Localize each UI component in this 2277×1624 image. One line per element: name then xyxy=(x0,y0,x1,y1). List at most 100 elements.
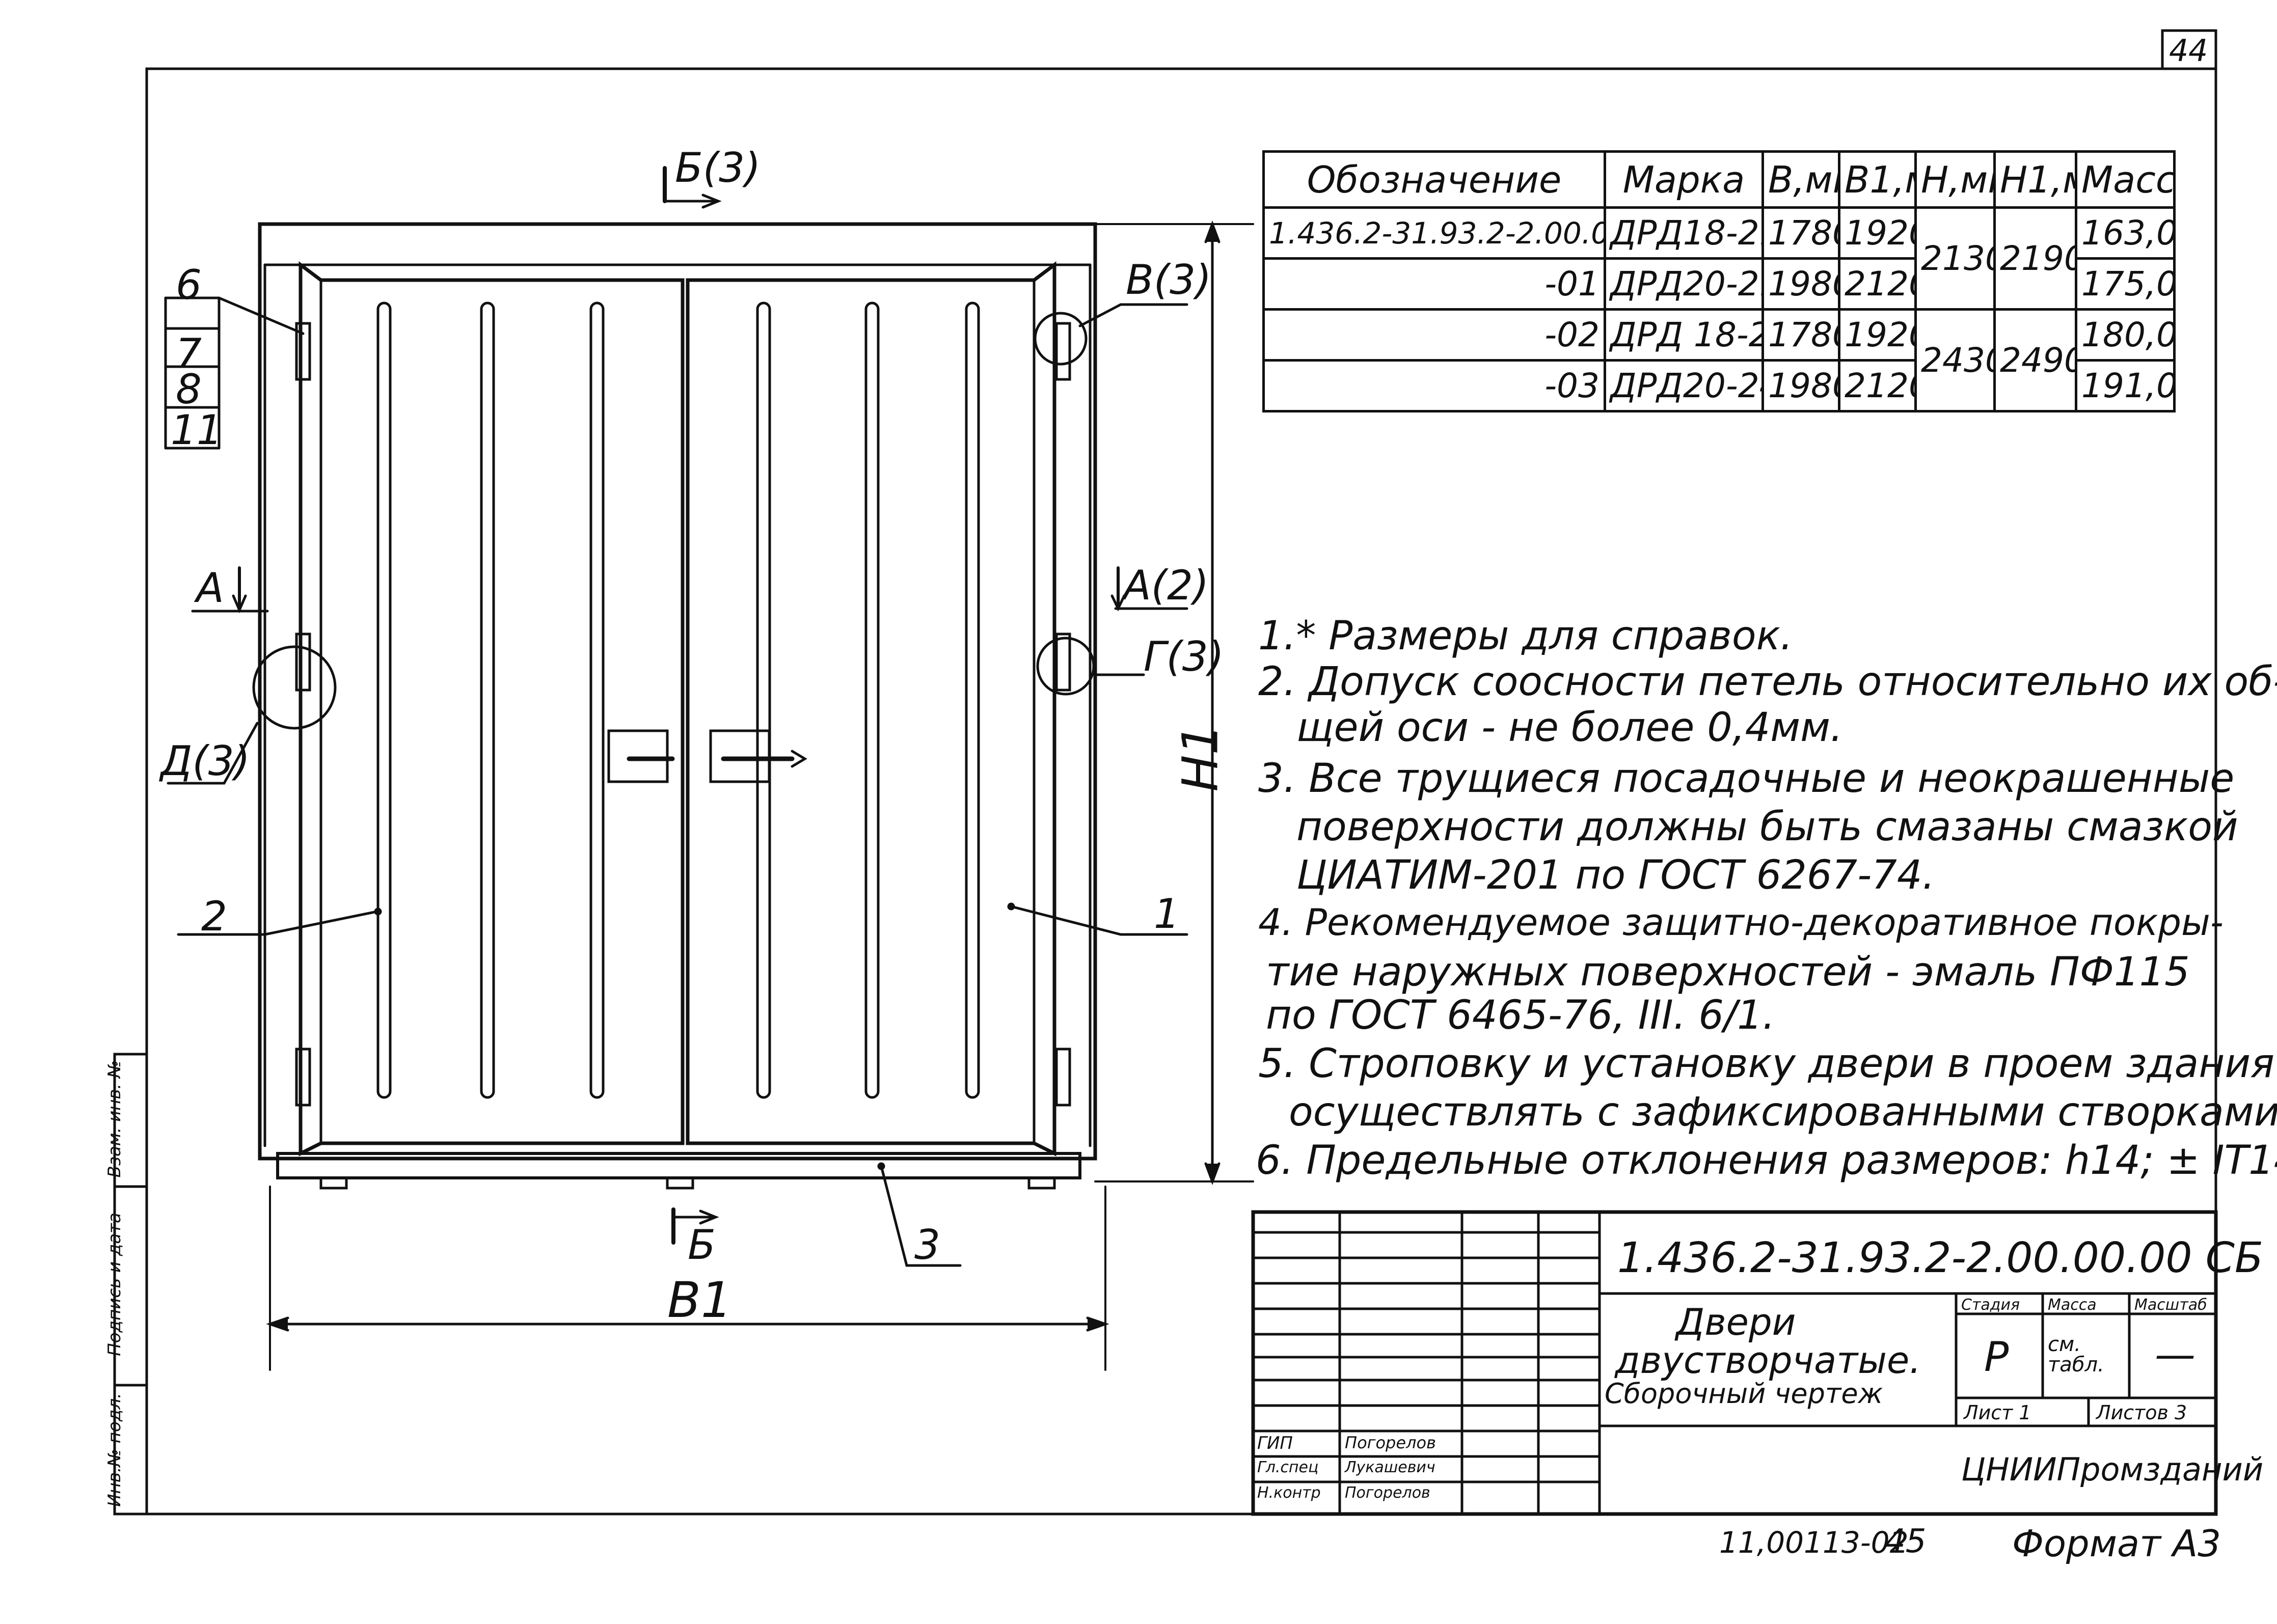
row-mark: ДРД18-21 xyxy=(1604,206,1764,260)
row-designation: -02 xyxy=(1262,308,1606,362)
col-b: В,мм xyxy=(1761,150,1840,209)
sheet-frame xyxy=(145,67,2217,1516)
note-line: 5. Строповку и установку двери в проем з… xyxy=(1258,1041,2274,1087)
side-inv-replace: Взам. инв. № xyxy=(104,1060,125,1178)
row-b: 1780 xyxy=(1761,206,1840,260)
col-h1: Н1,мм xyxy=(1993,150,2077,209)
section-label-top: Б(3) xyxy=(675,144,761,191)
left-hinges xyxy=(295,322,311,1107)
row-designation: -03 xyxy=(1262,359,1606,412)
latch-handles xyxy=(607,729,807,783)
scale-value: — xyxy=(2155,1331,2195,1378)
row-b1: 1920 xyxy=(1838,308,1917,362)
pos-label-11: 11 xyxy=(171,406,223,454)
detail-circle-g xyxy=(1036,637,1095,696)
pos-label-8: 8 xyxy=(176,366,202,413)
detail-circle-v xyxy=(1034,312,1088,366)
row-h1: 2490 xyxy=(1993,308,2077,412)
note-line: тие наружных поверхностей - эмаль ПФ115 xyxy=(1266,949,2190,995)
doc-code: 1.436.2-31.93.2-2.00.00.00 СБ xyxy=(1617,1234,2264,1282)
dim-label-h1: Н1 xyxy=(1172,724,1229,792)
row-b: 1980 xyxy=(1761,257,1840,311)
pos-label-1: 1 xyxy=(1154,890,1180,938)
side-inv-orig: Инв.№ подл. xyxy=(104,1393,125,1507)
col-b1: В1,мм xyxy=(1838,150,1917,209)
note-line: 4. Рекомендуемое защитно-декоративное по… xyxy=(1258,901,2224,944)
mass-value: см. табл. xyxy=(2048,1333,2104,1377)
detail-circle-d xyxy=(252,645,337,730)
col-mass: Масса, кг xyxy=(2075,150,2176,209)
note-line: осуществлять с зафиксированными створкам… xyxy=(1289,1089,2277,1135)
row-mass: 180,0 xyxy=(2075,308,2176,362)
detail-label-v: В(3) xyxy=(1126,256,1212,304)
role-name: Погорелов xyxy=(1345,1433,1436,1452)
side-strip xyxy=(113,1053,148,1516)
spec-table-header: Обозначение Марка В,мм В1,мм Н,мм Н1,мм … xyxy=(1262,150,2176,209)
dim-label-b1: В1 xyxy=(667,1272,732,1329)
row-mark: ДРД20-21 xyxy=(1604,257,1764,311)
col-h: Н,мм xyxy=(1914,150,1996,209)
note-line: 1.* Размеры для справок. xyxy=(1258,613,1793,659)
row-designation: 1.436.2-31.93.2-2.00.00.00 xyxy=(1262,206,1606,260)
title-line-3: Сборочный чертеж xyxy=(1605,1378,1883,1410)
section-label-bottom: Б xyxy=(688,1221,716,1269)
mass-label: Масса xyxy=(2048,1296,2097,1314)
pos-label-2: 2 xyxy=(201,893,227,940)
archive-code: 11,00113-02 xyxy=(1719,1525,1909,1560)
note-line: по ГОСТ 6465-76, III. 6/1. xyxy=(1266,993,1775,1038)
organization: ЦНИИПромзданий xyxy=(1961,1451,2264,1488)
table-row: -01 ДРД20-21 1980 2120 175,0 xyxy=(1262,257,2176,311)
format-label: Формат А3 xyxy=(2012,1522,2221,1565)
col-mark: Марка xyxy=(1604,150,1764,209)
table-row: 1.436.2-31.93.2-2.00.00.00 ДРД18-21 1780… xyxy=(1262,206,2176,311)
view-label-a2: А(2) xyxy=(1123,562,1209,609)
row-h: 2130 xyxy=(1914,206,1996,311)
page-number: 44 xyxy=(2169,33,2208,69)
row-mark: ДРД20-24 xyxy=(1604,359,1764,412)
title-block-frame xyxy=(1251,1210,2218,1516)
title-line-2: двустворчатые. xyxy=(1615,1339,1921,1382)
row-b1: 2120 xyxy=(1838,359,1917,412)
role-name: Погорелов xyxy=(1345,1484,1430,1502)
row-mass: 191,0 xyxy=(2075,359,2176,412)
role-label: Н.контр xyxy=(1257,1484,1321,1502)
detail-label-g: Г(3) xyxy=(1144,633,1224,680)
role-label: Гл.спец xyxy=(1257,1458,1319,1476)
stage-label: Стадия xyxy=(1961,1296,2020,1314)
pos-label-3: 3 xyxy=(914,1221,940,1269)
row-mark: ДРД 18-24 xyxy=(1604,308,1764,362)
detail-label-d: Д(3) xyxy=(160,737,250,785)
stiffener-ribs xyxy=(376,301,980,1099)
view-label-a: А xyxy=(196,564,224,612)
sheets-label: Листов 3 xyxy=(2096,1401,2187,1424)
note-line: поверхности должны быть смазаны смазкой xyxy=(1296,804,2238,850)
door-outer-frame xyxy=(258,222,1097,1161)
scale-label: Масштаб xyxy=(2134,1296,2207,1314)
row-b: 1780 xyxy=(1761,308,1840,362)
table-row: -02 ДРД 18-24 1780 1920 2430 2490 180,0 xyxy=(1262,308,2176,412)
row-mass: 175,0 xyxy=(2075,257,2176,311)
row-b: 1980 xyxy=(1761,359,1840,412)
stage-value: Р xyxy=(1984,1333,2009,1381)
row-mass: 163,0 xyxy=(2075,206,2176,260)
row-h1: 2190 xyxy=(1993,206,2077,311)
sheet-label: Лист 1 xyxy=(1964,1401,2031,1424)
left-leaf xyxy=(299,261,685,1157)
pos-label-7: 7 xyxy=(176,330,202,377)
row-designation: -01 xyxy=(1262,257,1606,311)
note-line: 3. Все трущиеся посадочные и неокрашенны… xyxy=(1258,756,2235,802)
row-b1: 1920 xyxy=(1838,206,1917,260)
row-b1: 2120 xyxy=(1838,257,1917,311)
note-line: ЦИАТИМ-201 по ГОСТ 6267-74. xyxy=(1296,852,1935,898)
row-h: 2430 xyxy=(1914,308,1996,412)
col-designation: Обозначение xyxy=(1262,150,1606,209)
page-number-box xyxy=(2161,29,2217,70)
note-line: щей оси - не более 0,4мм. xyxy=(1296,705,1843,751)
side-sign-date: Подпись и дата xyxy=(104,1213,125,1356)
note-line: 2. Допуск соосности петель относительно … xyxy=(1258,659,2277,705)
right-leaf xyxy=(686,261,1056,1157)
role-name: Лукашевич xyxy=(1345,1458,1435,1476)
pos-label-6: 6 xyxy=(176,261,202,309)
